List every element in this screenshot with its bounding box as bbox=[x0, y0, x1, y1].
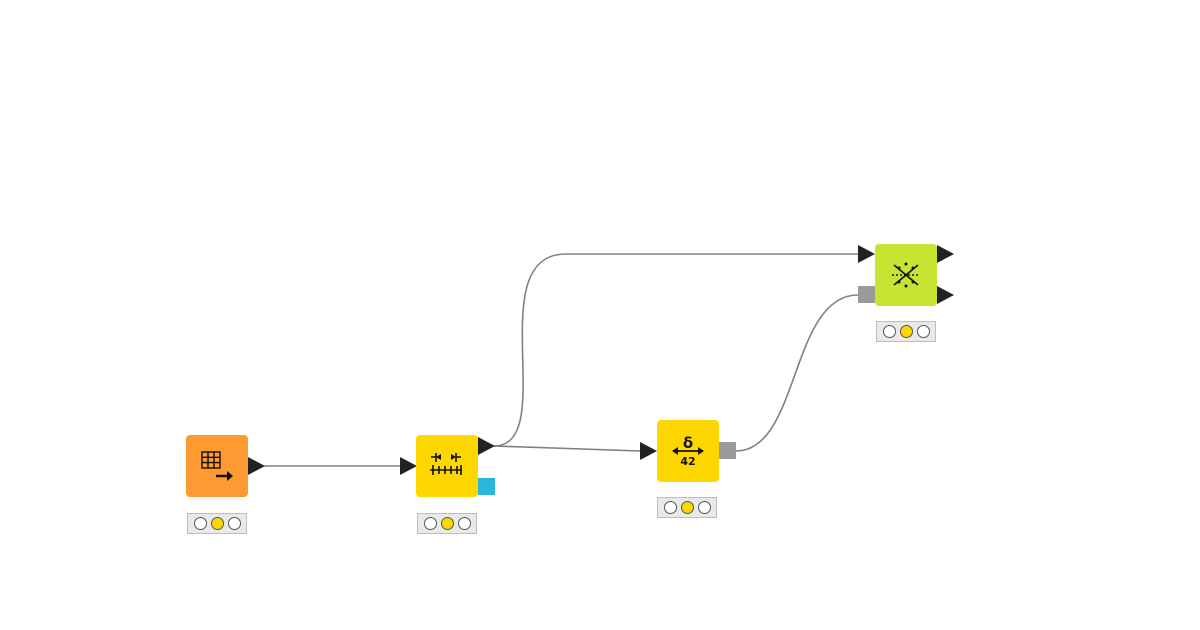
status-light-yellow bbox=[680, 501, 694, 514]
learner-node[interactable] bbox=[875, 244, 937, 306]
status-light-green bbox=[916, 325, 930, 338]
status-light-yellow bbox=[440, 517, 454, 530]
binner-node[interactable] bbox=[416, 435, 478, 497]
svg-text:δ: δ bbox=[683, 434, 693, 452]
learner-status-lights bbox=[876, 321, 936, 342]
learner-output-port-1[interactable] bbox=[937, 245, 954, 263]
cluster-icon bbox=[892, 262, 920, 288]
binner-input-port[interactable] bbox=[400, 457, 417, 475]
numdist-status-lights bbox=[657, 497, 717, 518]
numeric-distance-node[interactable]: δ 42 bbox=[657, 420, 719, 482]
table-arrow-icon bbox=[201, 451, 233, 481]
status-light-red bbox=[193, 517, 207, 530]
delta-42-icon: δ 42 bbox=[672, 434, 704, 468]
status-light-red bbox=[423, 517, 437, 530]
learner-data-input-port[interactable] bbox=[858, 245, 875, 263]
source-status-lights bbox=[187, 513, 247, 534]
svg-text:42: 42 bbox=[680, 455, 695, 468]
numdist-input-port[interactable] bbox=[640, 442, 657, 460]
status-light-yellow bbox=[210, 517, 224, 530]
learner-output-port-2[interactable] bbox=[937, 286, 954, 304]
binning-icon bbox=[430, 453, 462, 475]
binner-flow-port[interactable] bbox=[478, 478, 495, 495]
status-light-red bbox=[882, 325, 896, 338]
status-light-green bbox=[697, 501, 711, 514]
status-light-red bbox=[663, 501, 677, 514]
status-light-yellow bbox=[899, 325, 913, 338]
binner-output-port[interactable] bbox=[478, 437, 495, 455]
learner-model-input-port[interactable] bbox=[858, 286, 875, 303]
connection-binner-to-learner[interactable] bbox=[493, 253, 858, 447]
connection-numdist-to-learner[interactable] bbox=[735, 294, 859, 452]
binner-status-lights bbox=[417, 513, 477, 534]
status-light-green bbox=[227, 517, 241, 530]
source-output-port[interactable] bbox=[248, 457, 265, 475]
connection-binner-to-numdist[interactable] bbox=[493, 445, 641, 452]
numdist-model-output-port[interactable] bbox=[719, 442, 736, 459]
status-light-green bbox=[457, 517, 471, 530]
table-source-node[interactable] bbox=[186, 435, 248, 497]
